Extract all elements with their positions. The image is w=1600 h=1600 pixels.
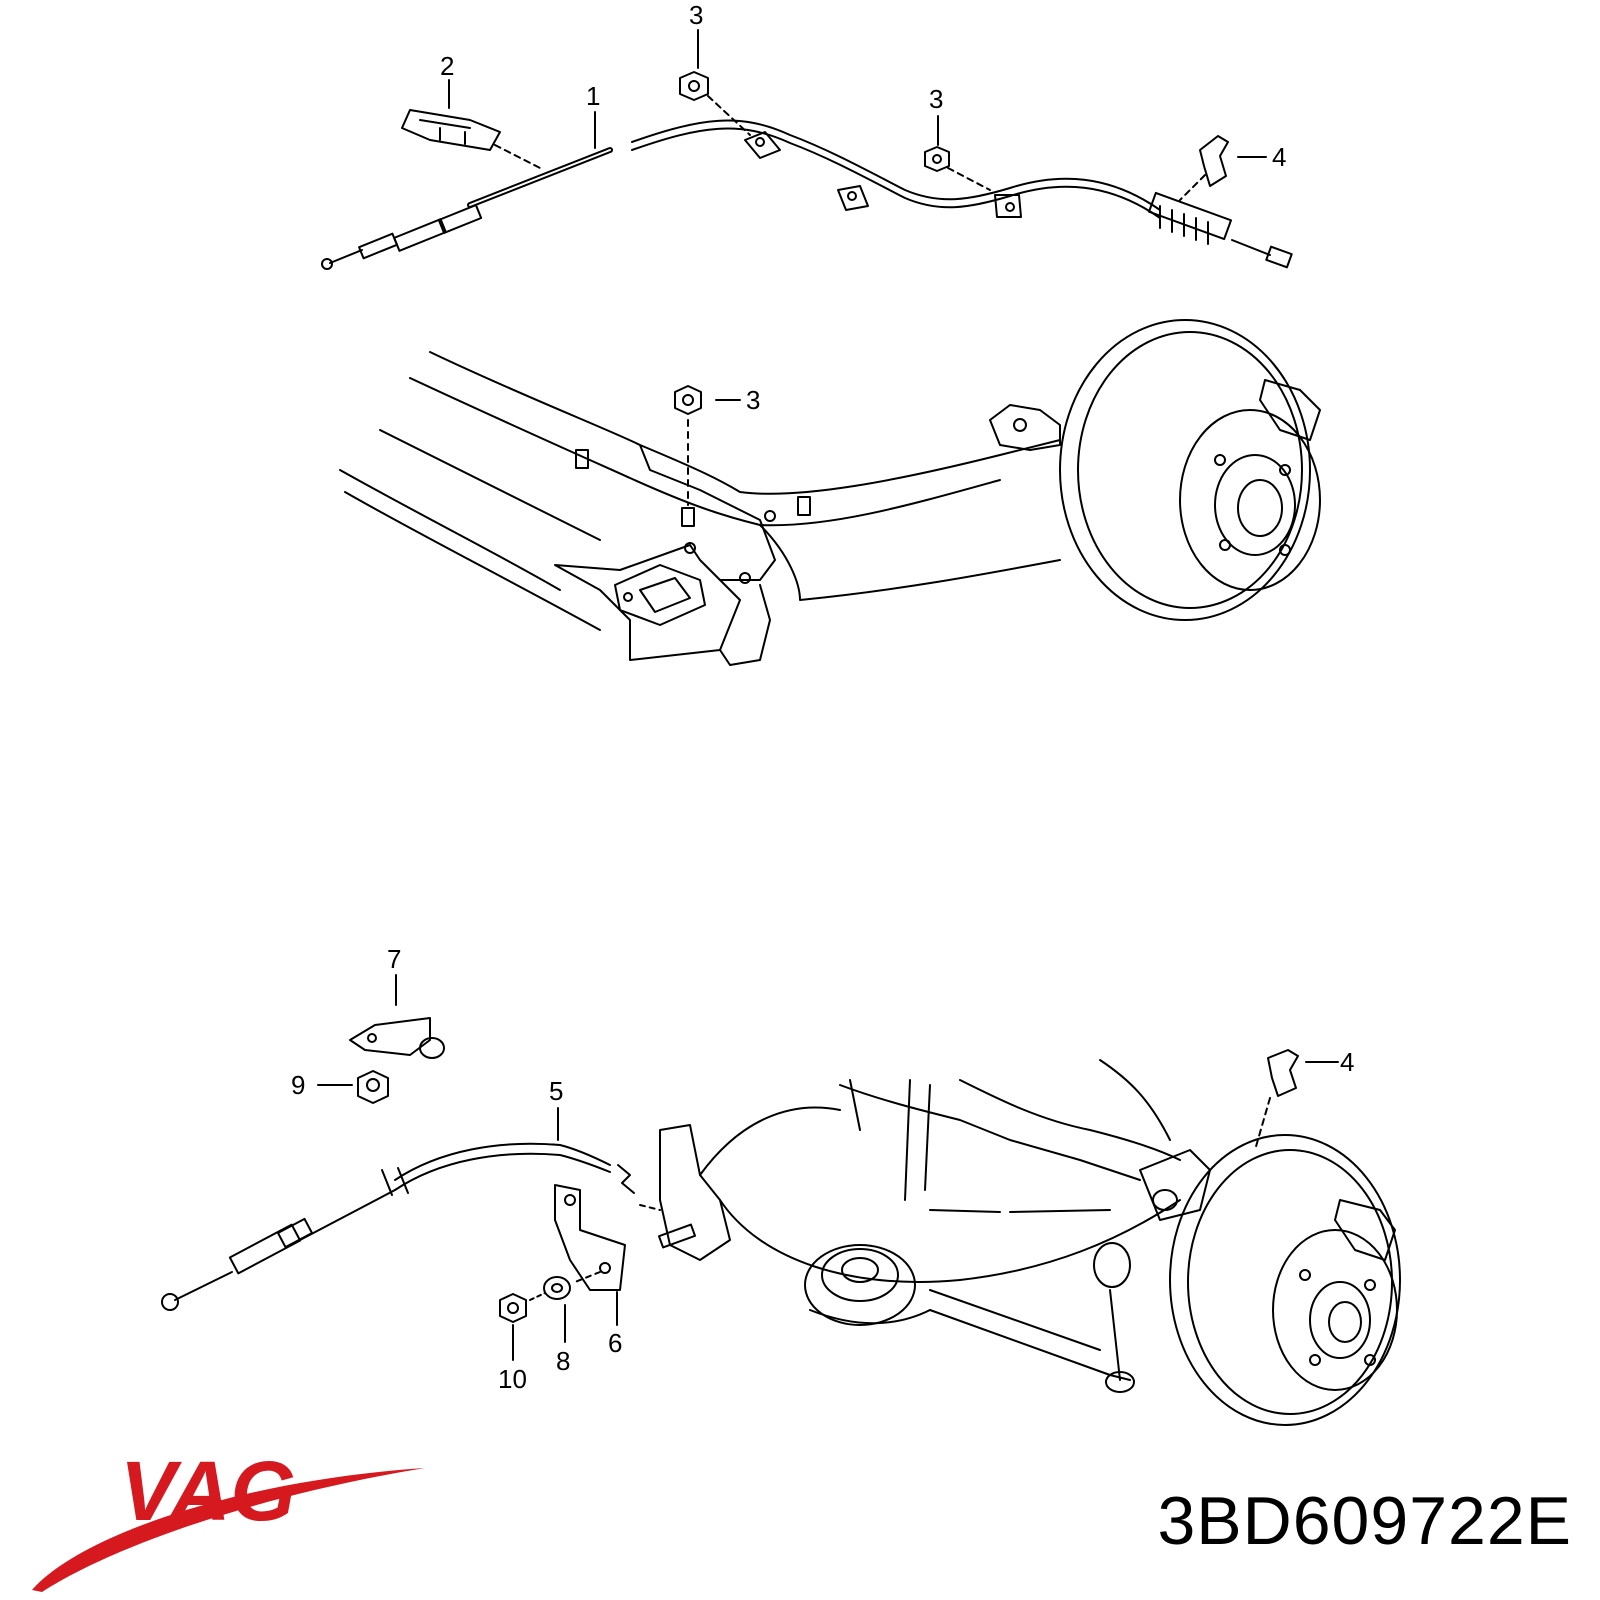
brake-drum-upper xyxy=(1059,319,1321,621)
brake-cable-upper xyxy=(321,119,1293,270)
callout-4-top: 4 xyxy=(1272,142,1286,172)
bracket-part-7 xyxy=(349,1017,445,1059)
nut-part-10 xyxy=(499,1293,527,1323)
nut-part-3-mid xyxy=(924,146,991,191)
callout-3-mid: 3 xyxy=(929,84,943,114)
logo-text: VAG xyxy=(120,1444,296,1538)
clip-part-4-bottom xyxy=(1254,1049,1299,1151)
part-number: 3BD609722E xyxy=(1157,1483,1572,1559)
vag-logo: VAG xyxy=(32,1444,425,1592)
rear-axle-beam xyxy=(339,351,1061,666)
callout-4-bottom: 4 xyxy=(1340,1047,1354,1077)
callout-8: 8 xyxy=(556,1346,570,1376)
nut-part-3-axle xyxy=(674,385,702,415)
washer-part-8 xyxy=(529,1276,571,1301)
callout-3-top: 3 xyxy=(689,0,703,30)
callout-1: 1 xyxy=(586,81,600,111)
callout-9: 9 xyxy=(291,1070,305,1100)
callout-5: 5 xyxy=(549,1076,563,1106)
clip-part-4-top xyxy=(1179,135,1229,201)
bracket-part-2 xyxy=(401,109,541,169)
callout-7: 7 xyxy=(387,944,401,974)
callout-3-axle: 3 xyxy=(746,385,760,415)
brake-cable-lower xyxy=(161,1142,635,1311)
nut-part-9 xyxy=(357,1070,389,1104)
callout-2: 2 xyxy=(440,51,454,81)
bracket-part-6 xyxy=(554,1184,661,1291)
callout-10: 10 xyxy=(498,1364,527,1394)
rear-suspension xyxy=(657,1059,1211,1393)
nut-part-3-top xyxy=(679,71,751,136)
brake-drum-lower xyxy=(1169,1134,1401,1426)
callout-6: 6 xyxy=(608,1328,622,1358)
